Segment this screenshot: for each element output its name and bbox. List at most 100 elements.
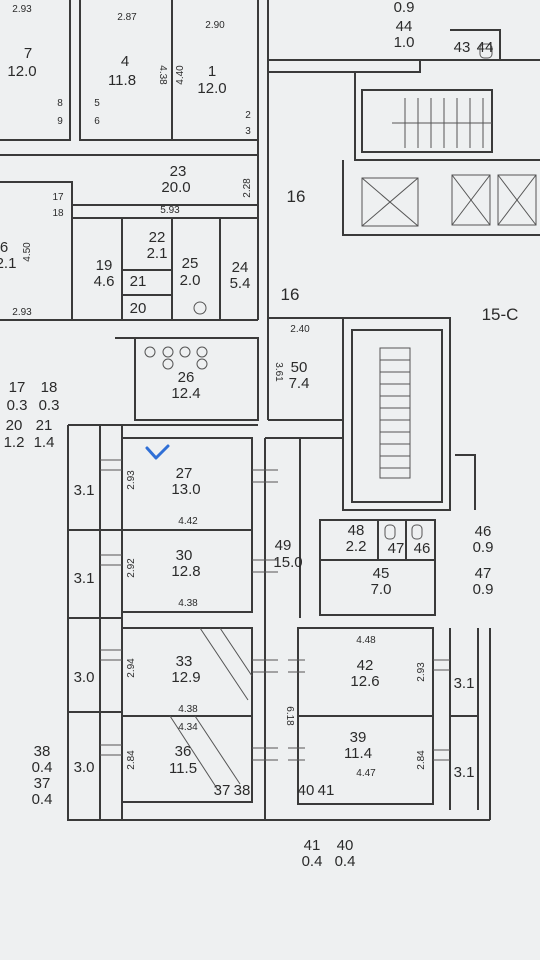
room-number: 36 (175, 743, 192, 760)
dimension: 4.48 (356, 635, 376, 646)
room-number: 49 (275, 537, 292, 554)
room-number: 23 (170, 163, 187, 180)
dimension: 2.87 (117, 12, 137, 23)
room-number: 21 (130, 273, 147, 290)
room-area: 0.4 (302, 853, 323, 870)
room-number: 25 (182, 255, 199, 272)
dimension: 3.61 (273, 362, 284, 382)
loggia-area: 3.1 (454, 675, 475, 692)
dimension: 6.18 (284, 706, 295, 726)
room-area: 13.0 (171, 481, 200, 498)
dimension: 4.38 (178, 598, 198, 609)
plan-details (100, 43, 537, 791)
room-number: 42 (357, 657, 374, 674)
small-tag: 5 (94, 98, 100, 109)
dimension: 2.90 (205, 20, 225, 31)
room-number: 24 (232, 259, 249, 276)
small-tag: 38 (234, 782, 251, 799)
loggia-area: 3.1 (454, 764, 475, 781)
room-number: 1 (208, 63, 216, 80)
room-number: 4 (121, 53, 129, 70)
room-number: 20 (130, 300, 147, 317)
small-tags: 8 5 9 6 2 3 17 18 43 44 47 46 37 38 40 4… (52, 39, 493, 799)
section-label: 16 (281, 285, 300, 304)
room-number: 17 (9, 379, 26, 396)
small-tag: 3 (245, 126, 251, 137)
room-number: 45 (373, 565, 390, 582)
room-area: 0.9 (473, 581, 494, 598)
dimension: 0.9 (394, 0, 415, 16)
room-number: 21 (36, 417, 53, 434)
room-area: 12.0 (7, 63, 36, 80)
room-number: 47 (475, 565, 492, 582)
room-area: 1.0 (394, 34, 415, 51)
room-area: 7.4 (289, 375, 310, 392)
dimension: 5.93 (160, 205, 180, 216)
room-area: 4.6 (94, 273, 115, 290)
room-area: 0.4 (335, 853, 356, 870)
room-number: 22 (149, 229, 166, 246)
room-area: 11.5 (169, 760, 197, 777)
room-area: 0.4 (32, 791, 53, 808)
small-tag: 41 (318, 782, 335, 799)
room-number: 30 (176, 547, 193, 564)
room-area: 12.8 (171, 563, 200, 580)
room-number: 27 (176, 465, 193, 482)
room-area: 2.2 (346, 538, 367, 555)
room-area: 11.4 (344, 745, 372, 762)
room-area: 1.2 (4, 434, 25, 451)
room-number: 48 (348, 522, 365, 539)
room-number: 20 (6, 417, 23, 434)
small-tag: 44 (477, 39, 494, 56)
room-area: 0.3 (7, 397, 28, 414)
dimension: 2.84 (416, 750, 427, 770)
dimension: 2.28 (242, 178, 253, 198)
room-area: 2.1 (147, 245, 168, 262)
room-area: 12.6 (350, 673, 379, 690)
room-area: 15.0 (273, 554, 302, 571)
dimension: 4.42 (178, 516, 198, 527)
small-tag: 9 (57, 116, 63, 127)
dimension: 4.50 (22, 242, 33, 262)
room-number: 18 (41, 379, 58, 396)
room-number: 33 (176, 653, 193, 670)
dimension: 2.40 (290, 324, 310, 335)
loggia-area: 3.0 (74, 759, 95, 776)
room-area: 2.0 (180, 272, 201, 289)
dimension: 4.34 (178, 722, 198, 733)
walls (0, 0, 540, 821)
room-area: 0.4 (32, 759, 53, 776)
room-area: 12.9 (171, 669, 200, 686)
room-labels: 7 12.0 4 11.8 1 12.0 23 20.0 6 2.1 22 2.… (0, 18, 518, 870)
dimension: 2.93 (12, 4, 32, 15)
room-number: 50 (291, 359, 308, 376)
room-area: 12.0 (197, 80, 226, 97)
section-label: 15-C (482, 305, 519, 324)
dimension: 4.47 (356, 768, 376, 779)
room-area: 0.9 (473, 539, 494, 556)
room-area: 12.4 (171, 385, 200, 402)
room-number: 44 (396, 18, 413, 35)
small-tag: 8 (57, 98, 63, 109)
room-number: 46 (475, 523, 492, 540)
dimension: 2.94 (126, 658, 137, 678)
room-area: 7.0 (371, 581, 392, 598)
small-tag: 37 (214, 782, 231, 799)
small-tag: 2 (245, 110, 251, 121)
small-tag: 6 (94, 116, 100, 127)
small-tag: 46 (414, 540, 431, 557)
dimension: 2.93 (416, 662, 427, 682)
loggia-area: 3.1 (74, 482, 95, 499)
room-number: 19 (96, 257, 113, 274)
small-tag: 18 (52, 208, 64, 219)
section-label: 16 (287, 187, 306, 206)
room-number: 41 (304, 837, 321, 854)
dimension: 2.84 (126, 750, 137, 770)
room-number: 26 (178, 369, 195, 386)
dimension: 4.38 (178, 704, 198, 715)
small-tag: 17 (52, 192, 64, 203)
dimension: 4.40 (175, 65, 186, 85)
loggia-area: 3.1 (74, 570, 95, 587)
